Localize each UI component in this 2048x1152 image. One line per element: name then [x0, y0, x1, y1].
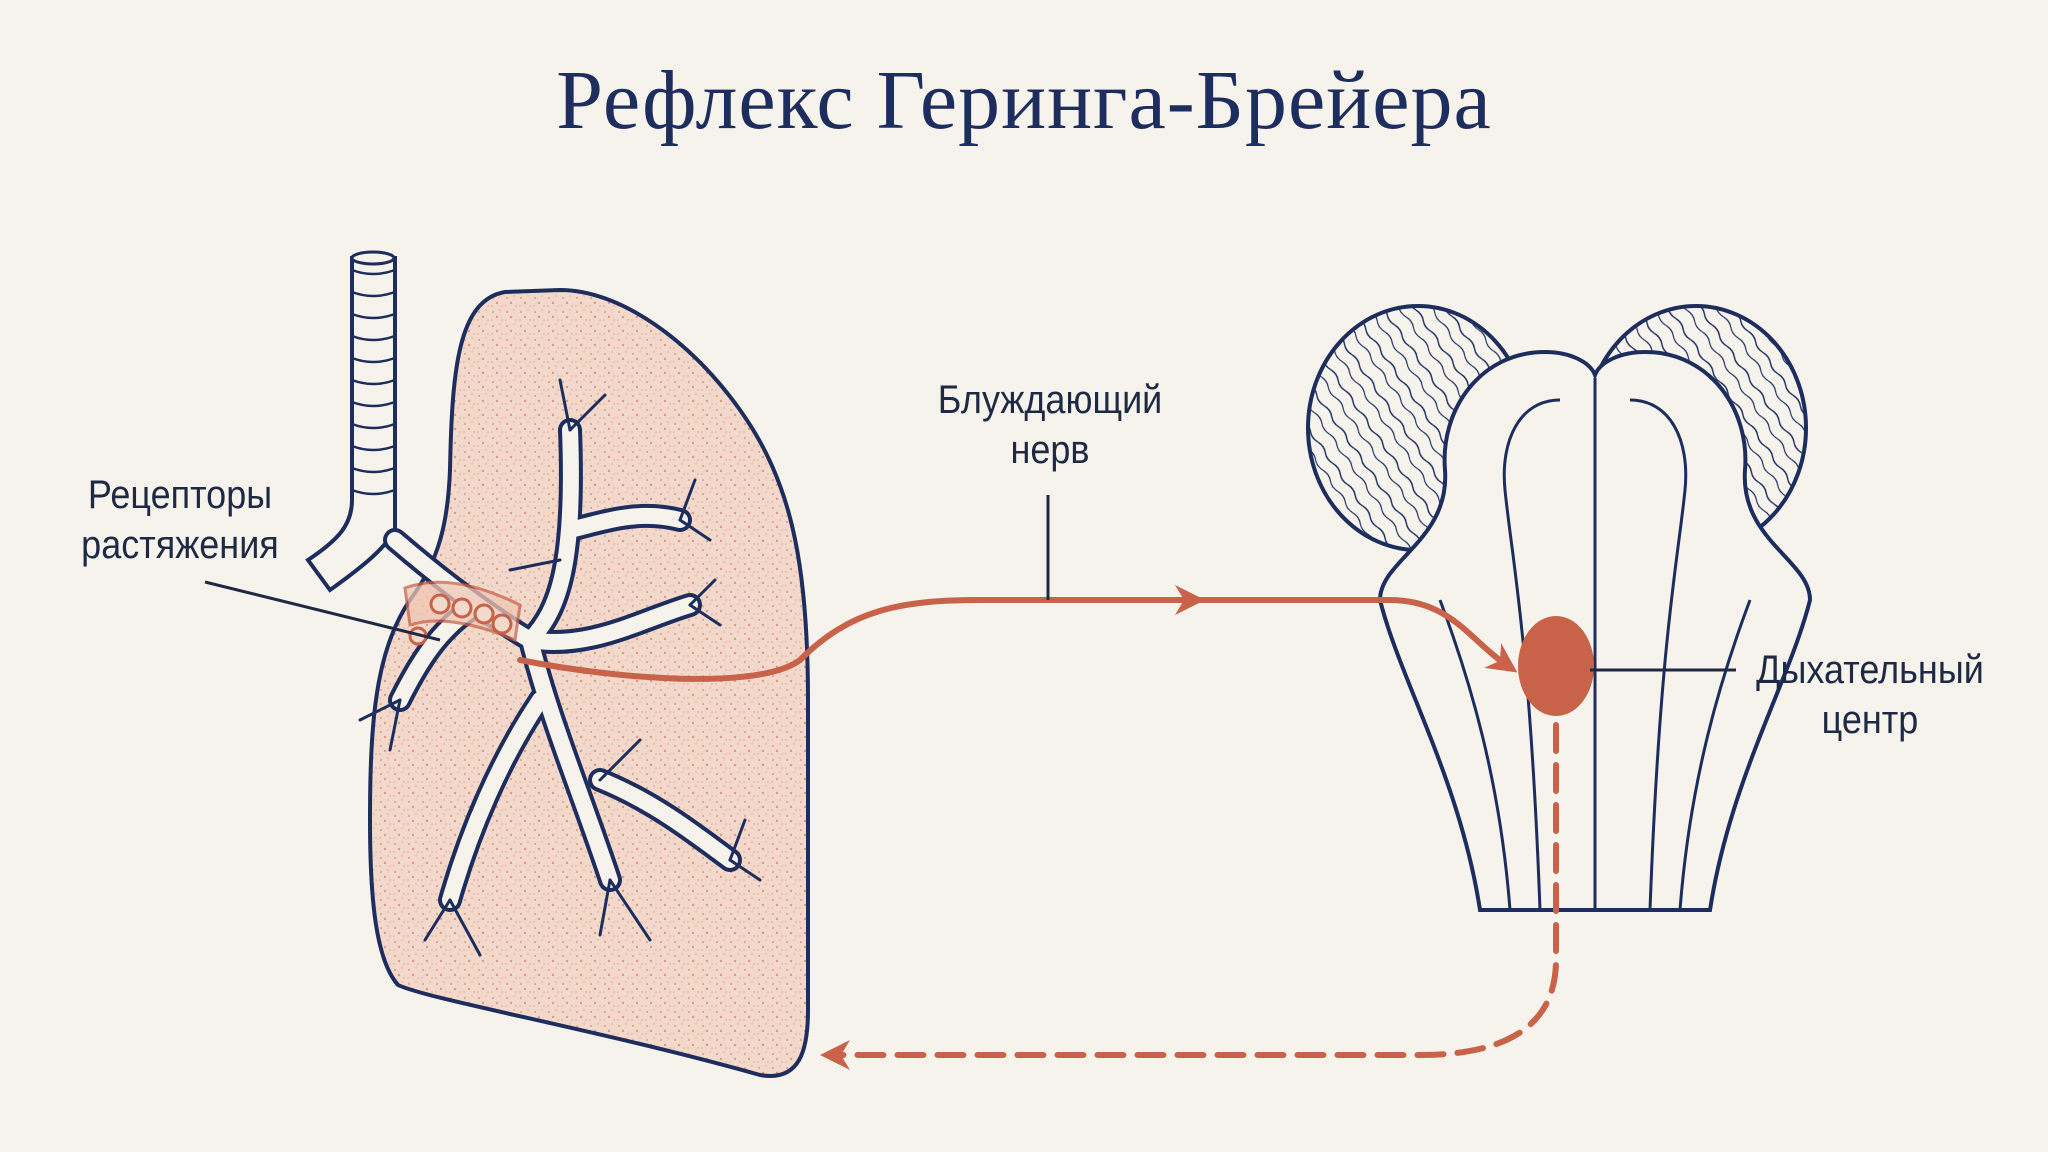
vagus-afferent-path: [517, 585, 1518, 682]
trachea-rings: [351, 268, 396, 496]
brainstem: [1306, 304, 1813, 912]
vagus-label: Блуждающий нерв: [924, 375, 1176, 475]
receptors-label: Рецепторы растяжения: [63, 470, 297, 570]
center-label-line-1: Дыхательный: [1756, 648, 1984, 692]
leader-lines: [204, 495, 1736, 672]
trachea-opening: [350, 250, 396, 266]
trachea: [305, 250, 397, 593]
vagus-label-line-1: Блуждающий: [937, 378, 1163, 422]
receptor-2: [451, 597, 473, 619]
stretch-receptors: [403, 580, 522, 646]
receptors-label-line-2: растяжения: [81, 523, 279, 567]
lung-body: [367, 287, 810, 1078]
afferent-segment-1: [517, 585, 1205, 682]
afferent-segment-2: [1197, 597, 1518, 673]
trachea-tube: [305, 256, 397, 593]
receptor-3: [473, 603, 495, 625]
lung: [367, 287, 810, 1078]
receptors-label-line-1: Рецепторы: [87, 473, 273, 517]
page-title: Рефлекс Геринга-Брейера: [556, 54, 1492, 147]
vagus-label-line-2: нерв: [1010, 428, 1090, 472]
receptor-4: [491, 613, 513, 635]
efferent-return-path: [820, 722, 1559, 1070]
receptors-leader: [204, 580, 441, 642]
brainstem-contours: [1438, 378, 1752, 911]
center-label: Дыхательный центр: [1744, 645, 1996, 745]
respiratory-center: [1518, 616, 1594, 716]
receptor-1: [429, 593, 451, 615]
center-label-line-2: центр: [1821, 698, 1919, 742]
